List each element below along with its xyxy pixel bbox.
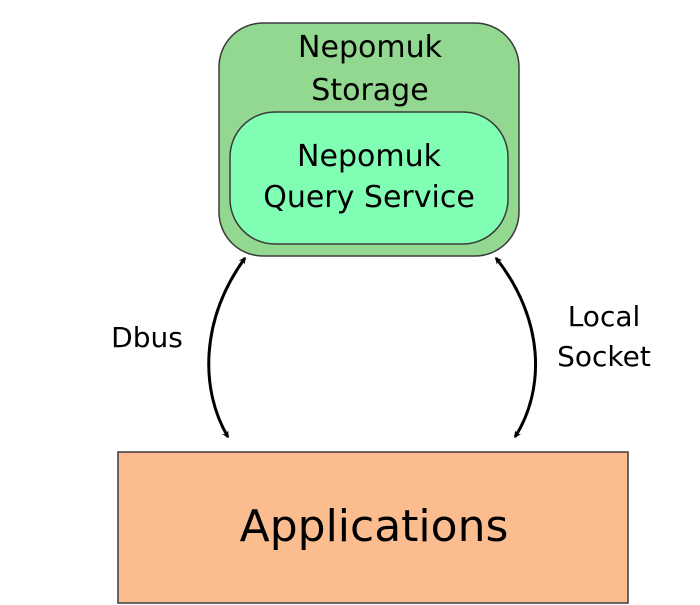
dbus-label: Dbus [111,321,183,354]
applications-node: Applications [117,451,629,604]
applications-label: Applications [240,501,509,552]
local-socket-arrow [494,256,537,439]
local-socket-label-line2: Socket [557,340,651,373]
nepomuk-query-service-label-line2: Query Service [263,180,475,215]
nepomuk-query-service-node: Nepomuk Query Service [229,111,509,245]
dbus-connector: Dbus [111,256,247,439]
local-socket-connector: Local Socket [494,256,651,439]
dbus-arrow [207,256,247,439]
nepomuk-query-service-label-line1: Nepomuk [297,139,442,174]
nepomuk-storage-label-line2: Storage [311,73,428,108]
local-socket-label-line1: Local [568,300,641,333]
nepomuk-query-service-box [229,111,509,245]
applications-box [117,451,629,604]
nepomuk-storage-label-line1: Nepomuk [298,30,443,65]
